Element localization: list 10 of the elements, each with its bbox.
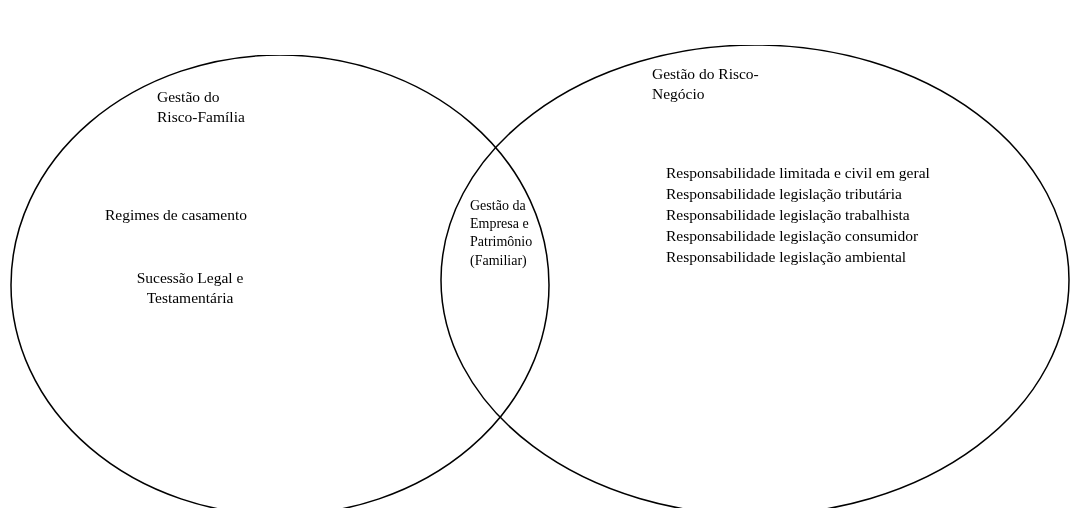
intersection-label: Gestão da Empresa e Patrimônio (Familiar) — [470, 197, 534, 270]
set-item: Sucessão Legal e Testamentária — [135, 268, 245, 309]
set-item: Responsabilidade legislação trabalhista — [666, 205, 911, 225]
set-item: Responsabilidade legislação consumidor — [666, 226, 920, 246]
set-heading: Gestão do Risco-Família — [157, 87, 246, 128]
set-heading: Gestão do Risco-Negócio — [652, 64, 760, 105]
set-item: Responsabilidade legislação ambiental — [666, 247, 908, 267]
set-item: Regimes de casamento — [105, 205, 249, 225]
set-item: Responsabilidade legislação tributária — [666, 184, 903, 204]
set-item: Responsabilidade limitada e civil em geral — [666, 163, 931, 183]
